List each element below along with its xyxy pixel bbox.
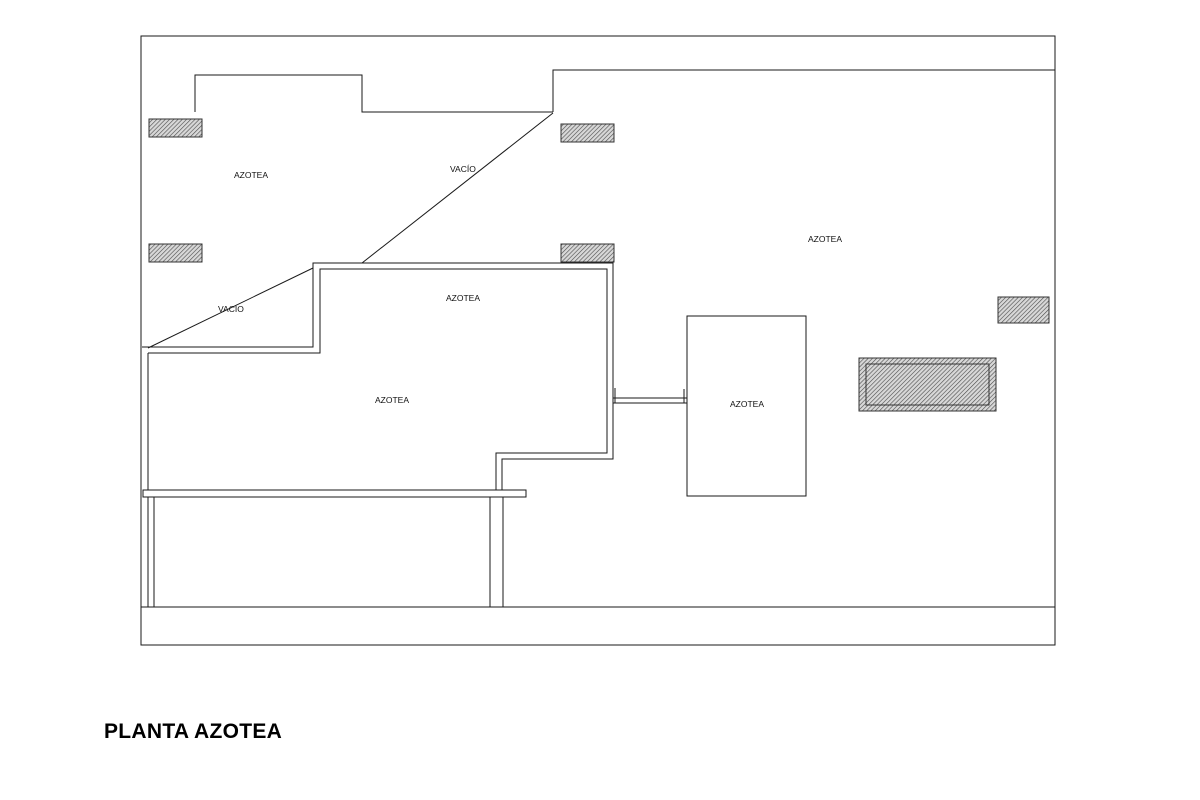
page-title: PLANTA AZOTEA bbox=[104, 720, 283, 743]
hatched-elements bbox=[148, 118, 1050, 412]
column-right bbox=[489, 496, 504, 608]
hatched-block-large bbox=[858, 357, 997, 412]
vacio-diagonal-line bbox=[361, 112, 554, 264]
central-block-outer bbox=[142, 262, 614, 490]
column-left bbox=[147, 496, 155, 608]
label-azotea-top-left: AZOTEA bbox=[234, 170, 268, 180]
label-vacio-diagonal: VACÍO bbox=[450, 164, 476, 174]
hatched-block-large-inner bbox=[865, 363, 990, 406]
horizontal-beam bbox=[142, 489, 527, 498]
right-parapet bbox=[552, 69, 1055, 112]
vacio-lower-diagonal bbox=[147, 267, 314, 349]
stair-box bbox=[686, 315, 807, 497]
hatched-block-3 bbox=[560, 123, 615, 143]
label-azotea-top-right: AZOTEA bbox=[808, 234, 842, 244]
top-left-parapet bbox=[194, 74, 553, 113]
hatched-block-4 bbox=[560, 243, 615, 263]
plan-linework bbox=[140, 35, 1056, 646]
central-block-inner bbox=[148, 268, 608, 490]
label-vacio-lower: VACÍO bbox=[218, 304, 244, 314]
label-azotea-center: AZOTEA bbox=[375, 395, 409, 405]
hatched-block-2 bbox=[148, 243, 203, 263]
label-azotea-box: AZOTEA bbox=[730, 399, 764, 409]
room-labels: AZOTEA VACÍO VACÍO AZOTEA AZOTEA AZOTEA … bbox=[218, 164, 842, 409]
outer-frame bbox=[140, 35, 1056, 646]
hatched-block-1 bbox=[148, 118, 203, 138]
hatched-block-5 bbox=[997, 296, 1050, 324]
label-azotea-upper-middle: AZOTEA bbox=[446, 293, 480, 303]
